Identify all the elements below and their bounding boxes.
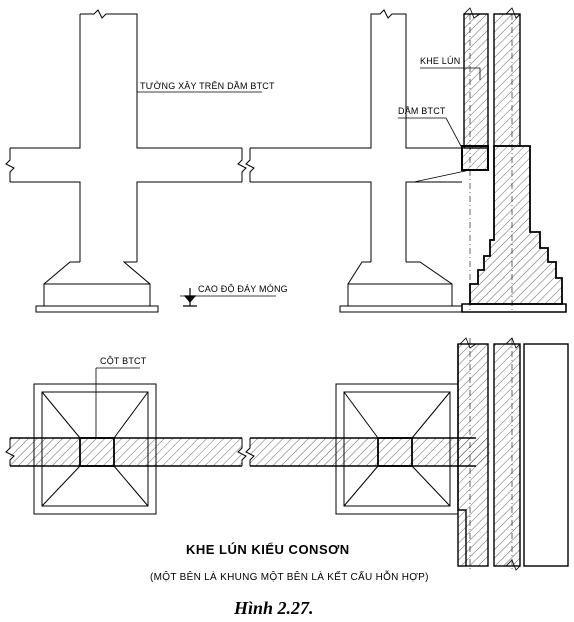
right-frame-elevation xyxy=(245,9,463,313)
leader-settlement-joint xyxy=(420,67,481,80)
foundation-level-marker xyxy=(180,288,276,307)
label-rc-column: CỘT BTCT xyxy=(100,356,147,366)
label-settlement-joint: KHE LÚN xyxy=(420,56,460,66)
leader-wall-on-beam xyxy=(136,91,262,140)
leader-rc-beam xyxy=(398,117,463,149)
beam-plan-right xyxy=(245,437,490,467)
label-rc-beam: DẦM BTCT xyxy=(398,106,446,116)
left-frame-elevation xyxy=(5,9,247,313)
label-foundation-level: CAO ĐỘ ĐÁY MÓNG xyxy=(198,284,288,294)
elevation-view xyxy=(5,7,567,313)
leader-rc-column xyxy=(95,367,140,438)
drawing-title: KHE LÚN KIỂU CONSƠN xyxy=(186,542,350,557)
beam-plan-left xyxy=(5,437,247,467)
joint-wall-plan xyxy=(457,337,569,571)
figure-caption: Hình 2.27. xyxy=(233,598,314,618)
joint-wall-elevation xyxy=(461,7,567,313)
label-wall-on-beam: TƯỜNG XÂY TRÊN DẦM BTCT xyxy=(140,81,275,91)
drawing-subtitle: (MỘT BÊN LÀ KHUNG MỘT BÊN LÀ KẾT CẤU HỖN… xyxy=(150,570,429,583)
leader-beam-bottom xyxy=(413,169,471,183)
plan-view xyxy=(5,337,569,571)
